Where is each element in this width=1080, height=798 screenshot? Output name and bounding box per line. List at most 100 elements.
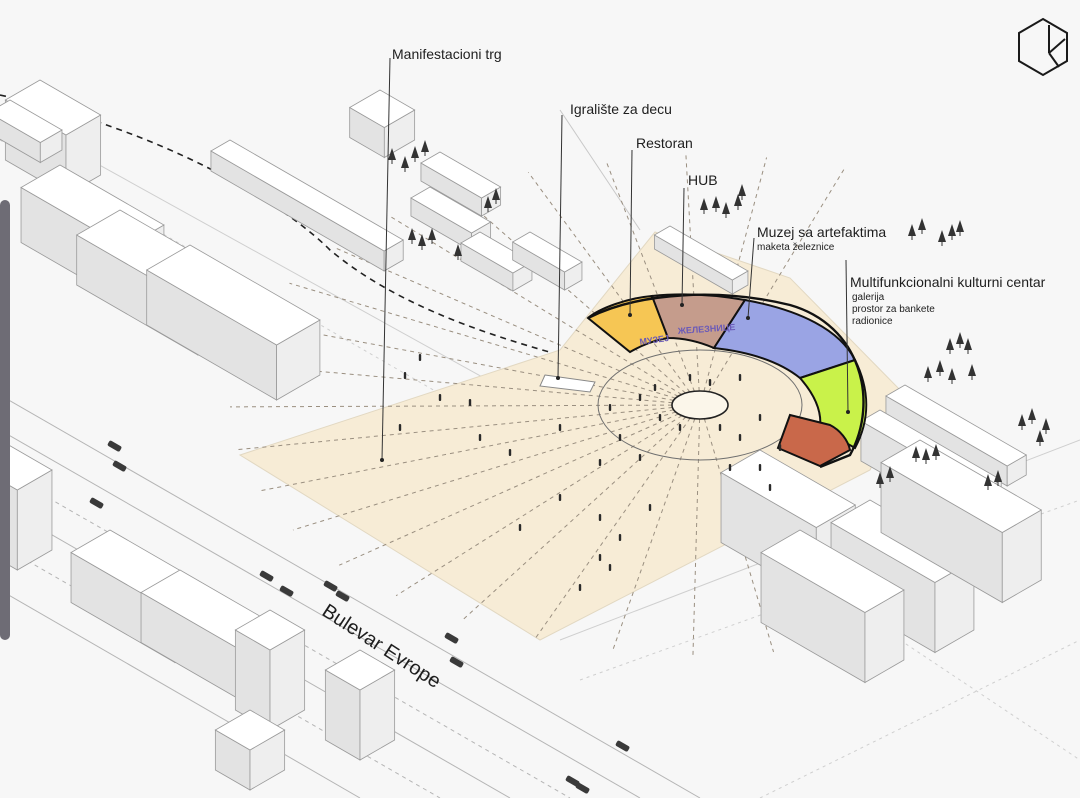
tree-icon: [428, 228, 436, 244]
person-figure: [678, 424, 682, 431]
car-icon: [89, 497, 104, 509]
trees: [388, 140, 1050, 490]
building-block: [214, 709, 286, 791]
arc-segment-kulturni-centar: [798, 358, 868, 450]
tree-icon: [918, 218, 926, 234]
tree-icon: [932, 444, 940, 460]
building-block: [760, 529, 905, 684]
person-figure: [508, 449, 512, 456]
tree-icon: [401, 156, 409, 172]
tree-icon: [994, 470, 1002, 486]
plaza-outer-ring: [597, 349, 803, 461]
label-manifestacioni-trg: Manifestacioni trg: [392, 46, 502, 62]
tree-icon: [1028, 408, 1036, 424]
car-icon: [112, 460, 127, 472]
label-igraliste: Igralište za decu: [570, 101, 672, 117]
tree-icon: [1036, 430, 1044, 446]
tree-icon: [984, 474, 992, 490]
tree-icon: [936, 360, 944, 376]
person-figure: [608, 564, 612, 571]
car-icon: [279, 585, 294, 597]
building-block: [234, 609, 306, 731]
building-block: [460, 231, 533, 292]
person-figure: [598, 459, 602, 466]
car-icon: [565, 775, 580, 787]
tree-icon: [734, 194, 742, 210]
tree-icon: [421, 140, 429, 156]
tree-icon: [722, 202, 730, 218]
label-restoran: Restoran: [636, 135, 693, 151]
tree-icon: [1018, 414, 1026, 430]
car-icon: [615, 740, 630, 752]
building-block: [0, 99, 63, 164]
person-figure: [738, 374, 742, 381]
tree-icon: [886, 466, 894, 482]
arc-sign-muzej: МУЗЕЈ: [639, 333, 670, 347]
person-figure: [468, 399, 472, 406]
plaza-fountain: [671, 390, 729, 420]
tree-icon: [492, 188, 500, 204]
arc-sign-zeleznice: ЖЕЛЕЗНИЦЕ: [676, 322, 735, 336]
person-figure: [718, 424, 722, 431]
person-figure: [398, 424, 402, 431]
building-block: [210, 139, 404, 272]
building-block: [653, 225, 749, 295]
arc-outline: [587, 293, 865, 469]
label-kc-sub-1: galerija: [852, 292, 885, 303]
tree-icon: [938, 230, 946, 246]
person-figure: [558, 424, 562, 431]
tree-icon: [948, 368, 956, 384]
car-icon: [259, 570, 274, 582]
tree-icon: [484, 196, 492, 212]
tree-icon: [408, 228, 416, 244]
person-figure: [658, 414, 662, 421]
person-figure: [648, 504, 652, 511]
car-icon: [107, 440, 122, 452]
tree-icon: [388, 148, 396, 164]
person-figure: [608, 404, 612, 411]
building-block: [324, 649, 396, 761]
tree-icon: [908, 224, 916, 240]
person-figure: [558, 494, 562, 501]
car-icon: [575, 782, 590, 794]
cars: [89, 440, 630, 794]
building-block: [885, 384, 1028, 487]
person-figure: [518, 524, 522, 531]
person-figure: [598, 514, 602, 521]
building-block: [511, 231, 583, 291]
arc-segment-annex: [776, 413, 852, 468]
tree-icon: [1042, 418, 1050, 434]
person-figure: [478, 434, 482, 441]
arc-building: [586, 293, 868, 469]
tree-icon: [418, 234, 426, 250]
tree-icon: [956, 332, 964, 348]
tree-icon: [946, 338, 954, 354]
leader-lines: [381, 57, 849, 461]
person-figure: [688, 374, 692, 381]
person-figure: [578, 584, 582, 591]
railway-line: [0, 94, 691, 393]
car-icon: [449, 656, 464, 668]
person-figure: [758, 414, 762, 421]
person-figure: [638, 394, 642, 401]
leader-dots: [380, 303, 850, 462]
building-block: [145, 244, 321, 401]
tree-icon: [964, 338, 972, 354]
label-muzej-sub: maketa železnice: [757, 242, 835, 253]
label-kc-sub-3: radionice: [852, 316, 893, 327]
tree-icon: [924, 366, 932, 382]
person-figure: [418, 354, 422, 361]
tree-icon: [700, 198, 708, 214]
person-figure: [768, 484, 772, 491]
person-figure: [653, 384, 657, 391]
tree-icon: [738, 184, 746, 200]
person-figure: [708, 379, 712, 386]
person-figure: [638, 454, 642, 461]
tree-icon: [922, 448, 930, 464]
playground-structure: [539, 374, 596, 393]
car-icon: [444, 632, 459, 644]
tree-icon: [411, 146, 419, 162]
hexagon-logo-icon: [1018, 17, 1068, 77]
person-figure: [403, 372, 407, 379]
